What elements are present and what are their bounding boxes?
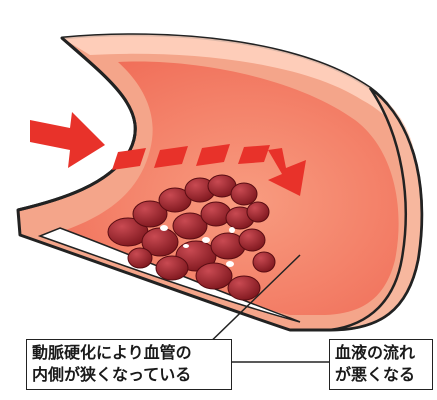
caption-narrowing-line2: 内側が狭くなっている <box>32 364 226 386</box>
caption-narrowing-line1: 動脈硬化により血管の <box>32 342 226 364</box>
caption-blood-flow-line2: が悪くなる <box>335 364 427 386</box>
caption-blood-flow: 血液の流れ が悪くなる <box>329 339 433 390</box>
caption-blood-flow-line1: 血液の流れ <box>335 342 427 364</box>
flow-arrow-icon <box>30 112 105 168</box>
caption-narrowing: 動脈硬化により血管の 内側が狭くなっている <box>26 339 232 390</box>
